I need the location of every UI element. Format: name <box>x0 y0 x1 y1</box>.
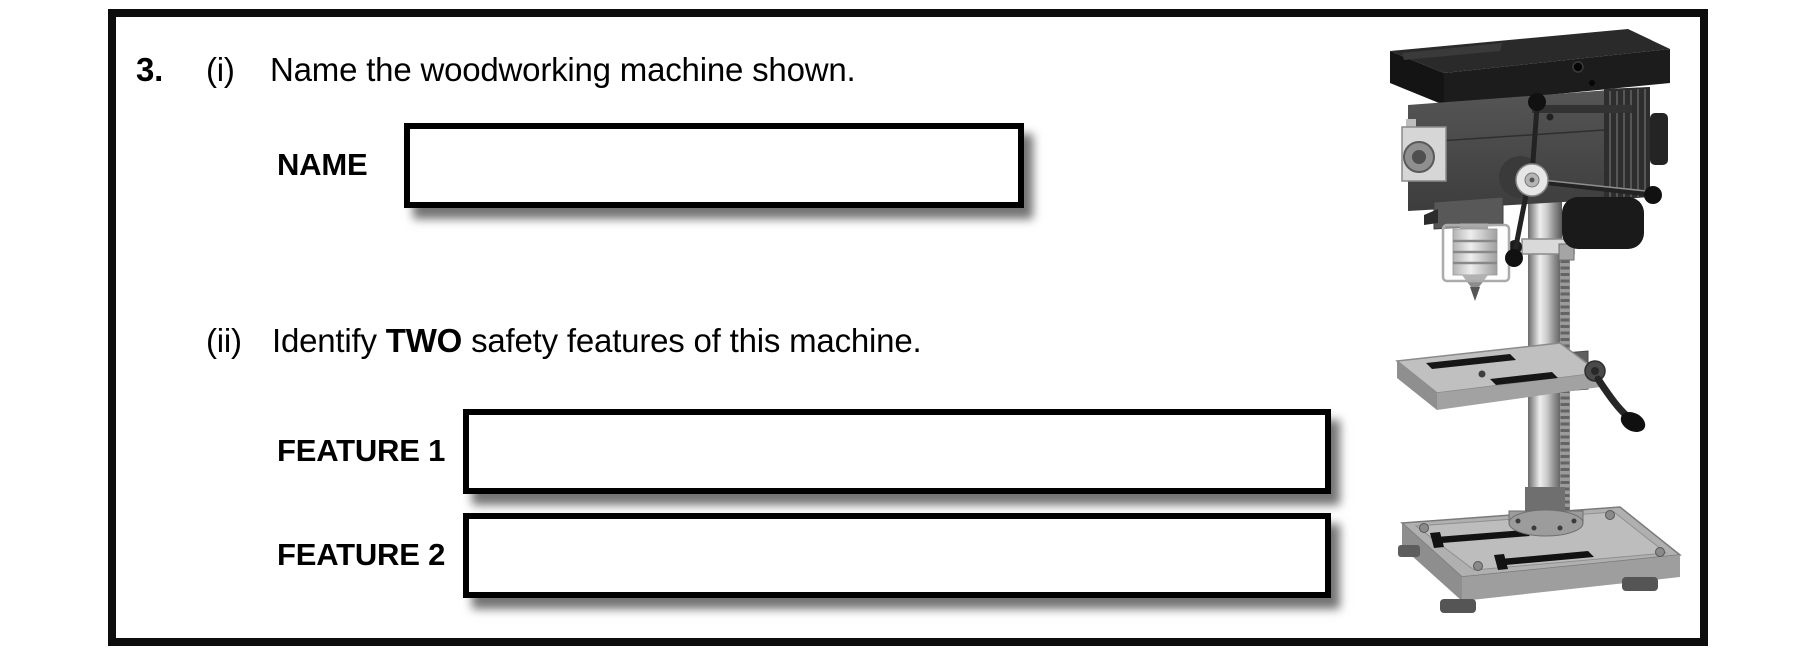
drill-base <box>1398 487 1682 613</box>
feature-1-answer-box[interactable] <box>463 409 1331 494</box>
feature-1-label: FEATURE 1 <box>277 433 446 468</box>
question-frame: 3. (i) Name the woodworking machine show… <box>108 9 1708 646</box>
question-number: 3. <box>136 51 164 88</box>
name-answer-box[interactable] <box>404 123 1024 208</box>
feature-2-answer-box[interactable] <box>463 513 1331 598</box>
part-ii-text-prefix: Identify <box>272 322 386 359</box>
part-i-label: (i) <box>206 51 235 88</box>
feature-2-label: FEATURE 2 <box>277 537 446 572</box>
part-ii-text: Identify TWO safety features of this mac… <box>272 321 922 361</box>
part-ii-text-bold: TWO <box>385 322 463 359</box>
part-ii-text-suffix: safety features of this machine. <box>462 322 922 359</box>
drill-head <box>1390 29 1670 249</box>
name-label: NAME <box>277 147 368 182</box>
part-i-text: Name the woodworking machine shown. <box>270 51 856 88</box>
drill-chuck-and-guard <box>1424 196 1511 301</box>
pillar-drill-image <box>1390 29 1682 613</box>
part-ii-label: (ii) <box>206 322 242 359</box>
drill-feed-handles <box>1499 93 1662 267</box>
drill-table <box>1395 342 1646 433</box>
